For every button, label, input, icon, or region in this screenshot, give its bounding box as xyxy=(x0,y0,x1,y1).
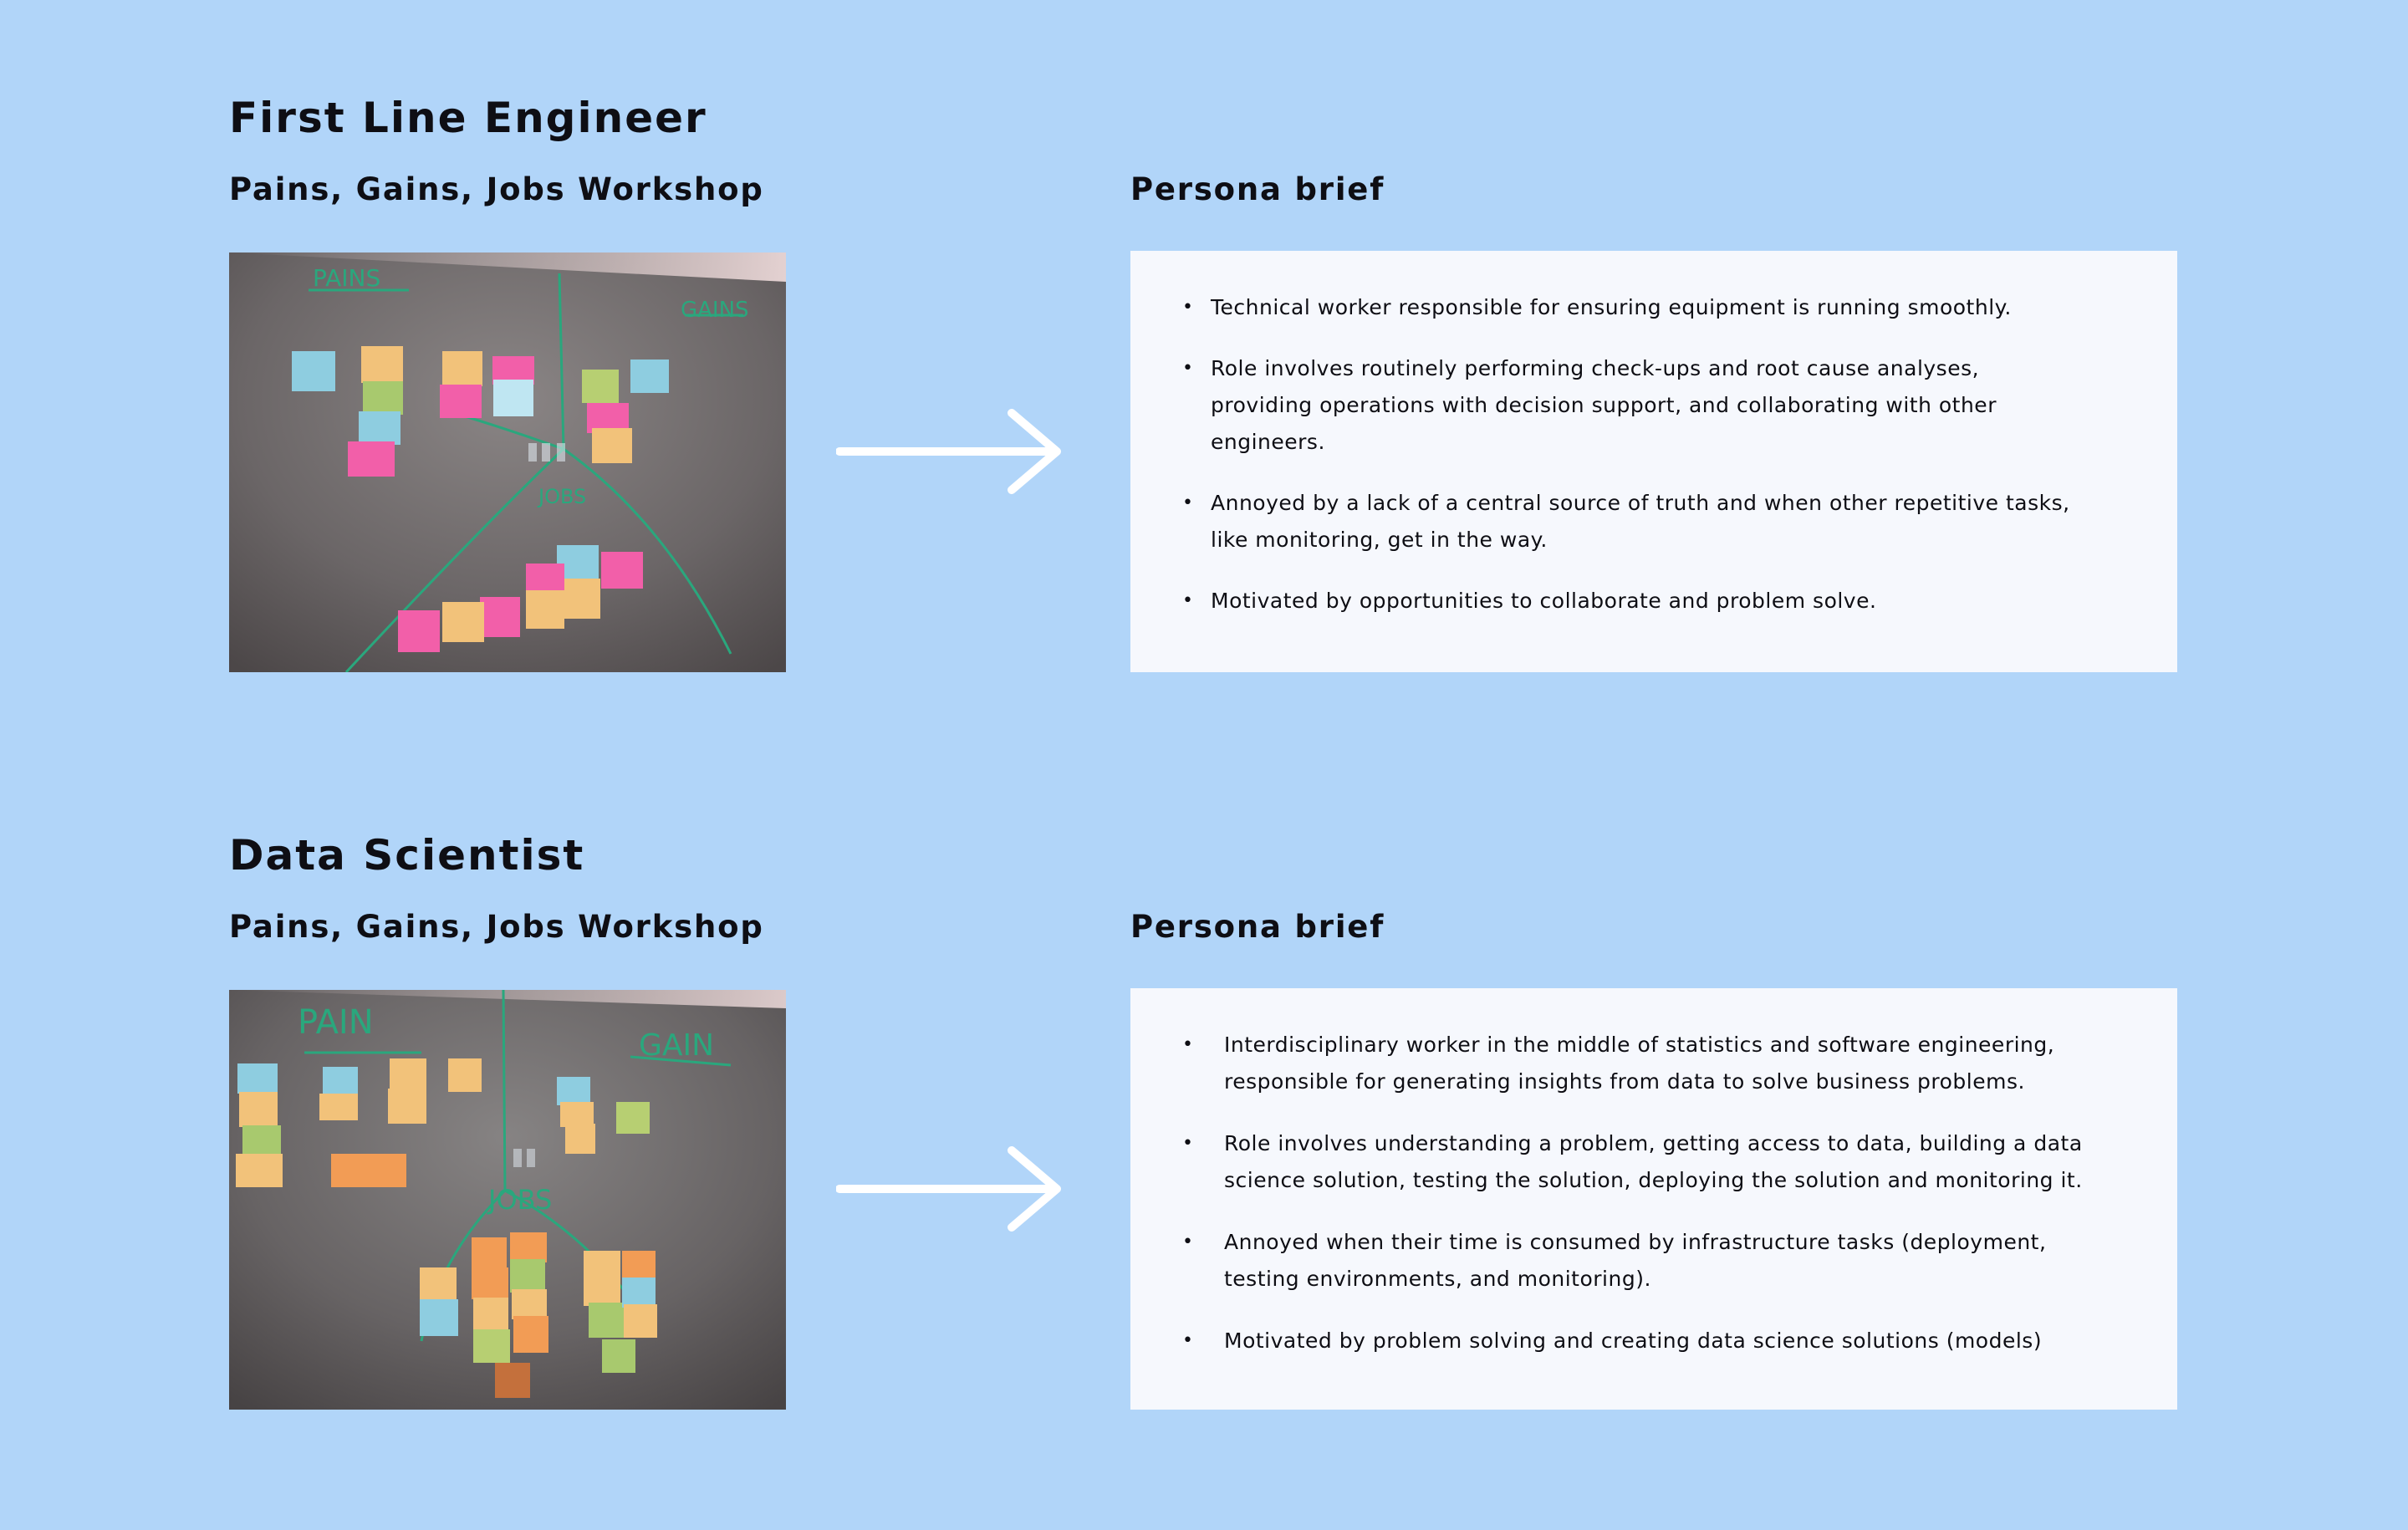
persona-title: First Line Engineer xyxy=(229,94,707,142)
jobs-label: JOBS xyxy=(537,485,586,508)
brief-item-text: Motivated by opportunities to collaborat… xyxy=(1211,589,1877,613)
bullet-icon: • xyxy=(1182,1133,1194,1154)
bullet-icon: • xyxy=(1182,358,1194,379)
bullet-icon: • xyxy=(1182,297,1194,318)
arrow-right-icon xyxy=(835,1145,1065,1232)
light-glare xyxy=(229,252,786,282)
brief-item-text: Role involves routinely performing check… xyxy=(1211,356,1997,454)
brief-item-text: Interdisciplinary worker in the middle o… xyxy=(1224,1033,2055,1094)
whiteboard-illustration: PAIN GAIN JOBS xyxy=(229,990,786,1410)
pains-label: PAINS xyxy=(313,264,380,292)
gains-label: GAIN xyxy=(639,1028,714,1063)
brief-item-text: Annoyed when their time is consumed by i… xyxy=(1224,1230,2047,1291)
persona-brief-title: Persona brief xyxy=(1130,171,1385,207)
light-glare xyxy=(229,990,786,1008)
window-reflection xyxy=(528,443,565,462)
list-item: • Role involves understanding a problem,… xyxy=(1130,1125,2177,1199)
sticky-notes xyxy=(236,1058,657,1398)
list-item: • Annoyed when their time is consumed by… xyxy=(1130,1224,2177,1298)
persona-brief-card: • Interdisciplinary worker in the middle… xyxy=(1130,988,2177,1410)
list-item: • Interdisciplinary worker in the middle… xyxy=(1130,1027,2177,1100)
sticky-notes xyxy=(292,346,669,652)
brief-item-text: Annoyed by a lack of a central source of… xyxy=(1211,491,2070,552)
persona-title: Data Scientist xyxy=(229,831,585,880)
list-item: • Annoyed by a lack of a central source … xyxy=(1130,485,2177,558)
window-reflection xyxy=(513,1149,535,1167)
list-item: • Role involves routinely performing che… xyxy=(1130,350,2177,461)
gains-label: GAINS xyxy=(681,298,749,323)
persona-brief-list: • Interdisciplinary worker in the middle… xyxy=(1130,1027,2177,1385)
persona-brief-title: Persona brief xyxy=(1130,909,1385,945)
bullet-icon: • xyxy=(1182,590,1194,611)
brief-item-text: Role involves understanding a problem, g… xyxy=(1224,1131,2083,1192)
workshop-whiteboard-photo: PAINS GAINS JOBS xyxy=(229,252,786,672)
brief-item-text: Motivated by problem solving and creatin… xyxy=(1224,1329,2043,1353)
persona-section-data-scientist: Data Scientist Pains, Gains, Jobs Worksh… xyxy=(0,737,2408,1410)
bullet-icon: • xyxy=(1182,1330,1194,1351)
workshop-whiteboard-photo: PAIN GAIN JOBS xyxy=(229,990,786,1410)
arrow-right-icon xyxy=(835,408,1065,495)
workshop-title: Pains, Gains, Jobs Workshop xyxy=(229,909,764,945)
workshop-title: Pains, Gains, Jobs Workshop xyxy=(229,171,764,207)
list-item: • Motivated by opportunities to collabor… xyxy=(1130,583,2177,620)
whiteboard-illustration: PAINS GAINS JOBS xyxy=(229,252,786,672)
list-item: • Technical worker responsible for ensur… xyxy=(1130,289,2177,326)
marker-lines xyxy=(309,273,743,672)
persona-brief-list: • Technical worker responsible for ensur… xyxy=(1130,289,2177,644)
persona-section-first-line-engineer: First Line Engineer Pains, Gains, Jobs W… xyxy=(0,0,2408,672)
pains-label: PAIN xyxy=(298,1003,374,1042)
jobs-label: JOBS xyxy=(487,1184,552,1216)
persona-brief-card: • Technical worker responsible for ensur… xyxy=(1130,251,2177,672)
bullet-icon: • xyxy=(1182,1232,1194,1252)
brief-item-text: Technical worker responsible for ensurin… xyxy=(1211,295,2012,319)
bullet-icon: • xyxy=(1182,492,1194,513)
bullet-icon: • xyxy=(1182,1034,1194,1055)
list-item: • Motivated by problem solving and creat… xyxy=(1130,1323,2177,1359)
